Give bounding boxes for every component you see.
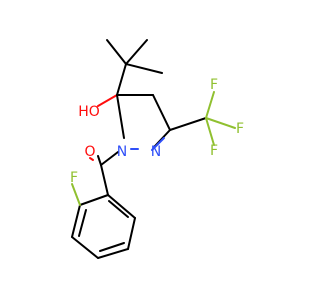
aryl-bond-3 <box>71 236 99 259</box>
aryl-inner-bond-2 <box>99 242 125 252</box>
c5-oh-bond <box>97 94 118 107</box>
aryl-bond-5 <box>127 217 136 250</box>
aryl-bond-2 <box>71 204 81 238</box>
atom-label-oh: HO <box>78 104 100 120</box>
aryl-bond-1 <box>79 194 109 206</box>
c3-n2-double-bond <box>151 137 165 151</box>
aryl-inner-bond-1 <box>78 209 87 237</box>
cf3-f-bottom-bond <box>205 117 215 146</box>
carbonyl-aryl-bond <box>100 164 109 196</box>
atom-label-cf3-f-right: F <box>236 121 244 137</box>
atom-labels: HO N N O F F F F <box>70 77 244 186</box>
atom-label-cf3-f-top: F <box>210 77 218 93</box>
bonds <box>71 39 236 259</box>
c4-c3-bond <box>152 94 171 131</box>
tbutyl-methyl-bond-east <box>125 63 163 74</box>
aryl-inner-bond-3 <box>108 200 129 218</box>
carbonyl-o-bond-1 <box>97 155 102 166</box>
c5-n1-bond <box>116 94 125 139</box>
cf3-f-top-bond <box>205 91 215 119</box>
atom-label-carbonyl-o: O <box>84 144 95 160</box>
atom-label-n1: N <box>117 144 127 160</box>
carbonyl-o-bond-2 <box>89 157 94 161</box>
aryl-bond-6 <box>107 194 136 219</box>
tbutyl-quaternary-bond <box>116 63 127 96</box>
aryl-bond-4 <box>97 248 129 259</box>
c3-cf3-bond <box>169 117 207 131</box>
n1-carbonyl-bond <box>100 151 119 166</box>
aryl-f-bond <box>71 183 81 206</box>
atom-label-aryl-f: F <box>70 170 78 186</box>
tbutyl-methyl-bond-right <box>125 39 148 65</box>
tbutyl-methyl-bond-left <box>106 39 127 65</box>
cf3-f-right-bond <box>205 117 236 129</box>
atom-label-cf3-f-bottom: F <box>210 143 218 159</box>
molecule-canvas: HO N N O F F F F <box>69 39 245 259</box>
atom-label-n2: N <box>151 144 161 160</box>
structure-diagram: HO N N O F F F F <box>70 39 244 259</box>
